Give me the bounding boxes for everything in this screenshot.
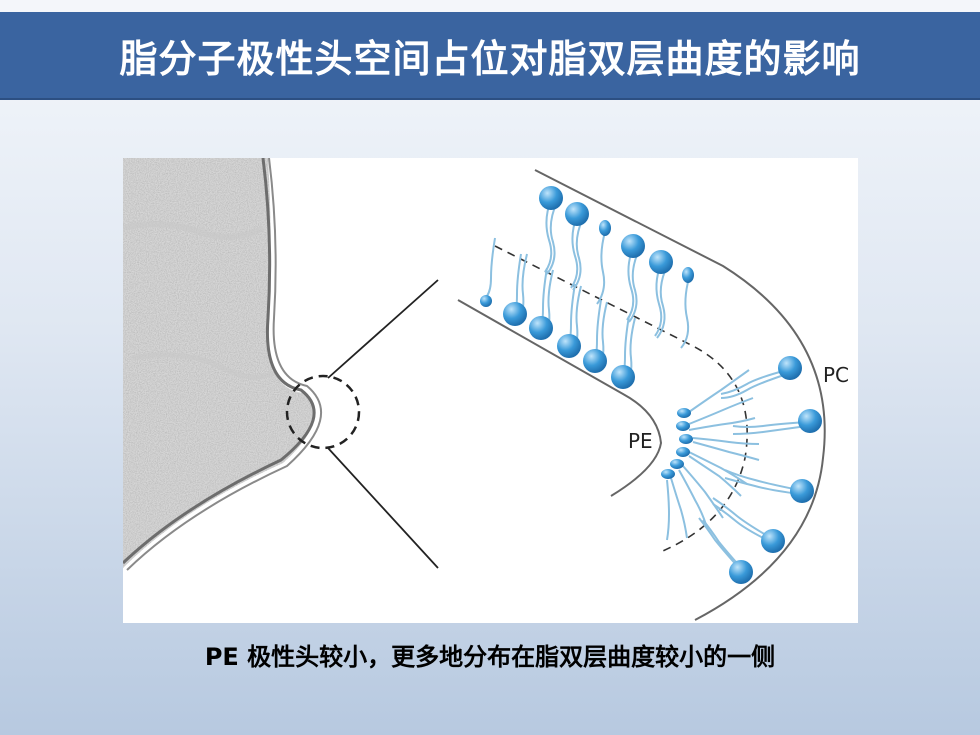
zoom-line-top <box>327 279 439 379</box>
pe-label: PE <box>628 429 653 453</box>
micrograph <box>123 158 323 571</box>
slide-title: 脂分子极性头空间占位对脂双层曲度的影响 <box>119 36 861 81</box>
outer-lipids <box>539 186 694 349</box>
slide-caption: PE 极性头较小，更多地分布在脂双层曲度较小的一侧 <box>204 642 776 671</box>
zoom-circle <box>285 374 361 450</box>
pc-label: PC <box>823 363 849 387</box>
bilayer-outline <box>457 169 826 621</box>
figure-svg: PC PE <box>123 158 849 621</box>
pe-lipids <box>661 369 760 541</box>
top-strip <box>0 0 980 12</box>
inner-lipids <box>480 237 636 389</box>
pc-lipids <box>698 356 822 584</box>
zoom-line-bottom <box>327 447 439 569</box>
title-bar: 脂分子极性头空间占位对脂双层曲度的影响 <box>0 12 980 98</box>
membrane-figure: PC PE <box>123 158 858 623</box>
